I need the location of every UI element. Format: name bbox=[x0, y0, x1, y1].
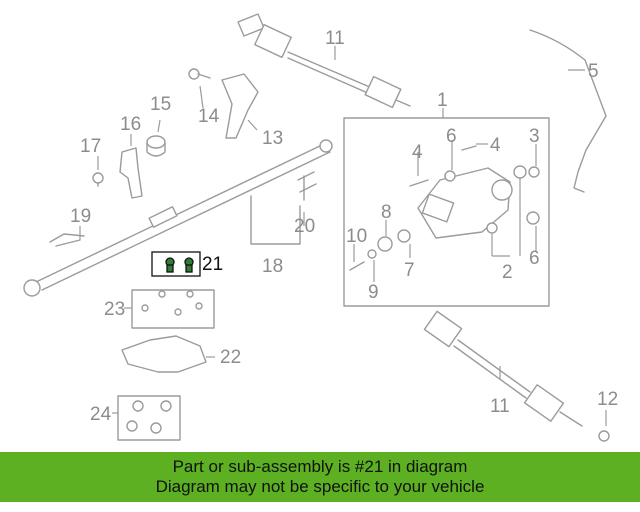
drive-shaft bbox=[23, 139, 333, 297]
callout-8: 8 bbox=[381, 202, 392, 223]
callout-labels: 1 2 3 4 4 5 6 6 7 8 9 10 11 11 12 13 14 … bbox=[70, 28, 618, 425]
callout-15: 15 bbox=[150, 94, 171, 115]
callout-bracket-18 bbox=[250, 195, 301, 245]
callout-4-right: 4 bbox=[490, 135, 501, 156]
bolt-kit-23 bbox=[131, 289, 215, 329]
callout-17: 17 bbox=[80, 136, 101, 157]
callout-11-lower: 11 bbox=[490, 396, 510, 417]
callout-12: 12 bbox=[597, 389, 618, 410]
callout-9: 9 bbox=[368, 282, 379, 303]
callout-13: 13 bbox=[262, 128, 283, 149]
bracket-16 bbox=[119, 147, 143, 199]
bracket-19 bbox=[49, 233, 85, 247]
callout-23: 23 bbox=[104, 299, 125, 320]
mount-15 bbox=[146, 135, 166, 157]
breather-hose bbox=[529, 29, 607, 193]
banner-line-1: Part or sub-assembly is #21 in diagram bbox=[172, 457, 468, 476]
parts-diagram: 1 2 3 4 4 5 6 6 7 8 9 10 11 11 12 13 14 … bbox=[23, 13, 618, 442]
bolt-17 bbox=[92, 172, 104, 187]
callout-18: 18 bbox=[262, 256, 283, 277]
info-banner: Part or sub-assembly is #21 in diagram D… bbox=[0, 452, 640, 502]
nut-kit-24 bbox=[117, 395, 181, 441]
callout-5: 5 bbox=[588, 61, 599, 82]
banner-line-2: Diagram may not be specific to your vehi… bbox=[155, 477, 485, 496]
differential-assembly-frame bbox=[343, 117, 550, 307]
callout-10: 10 bbox=[346, 226, 367, 247]
callout-22: 22 bbox=[220, 347, 241, 368]
leader-lines bbox=[79, 46, 607, 426]
callout-6-upper: 6 bbox=[446, 126, 457, 147]
callout-20: 20 bbox=[294, 216, 315, 237]
bolt-20 bbox=[297, 171, 317, 201]
crossmember-bracket-22 bbox=[121, 335, 207, 373]
callout-7: 7 bbox=[404, 260, 415, 281]
bolt-14 bbox=[188, 68, 211, 80]
callout-4-upper: 4 bbox=[412, 142, 423, 163]
callout-14: 14 bbox=[198, 106, 220, 127]
callout-19: 19 bbox=[70, 206, 91, 227]
part-21-bolt-pair[interactable] bbox=[151, 251, 201, 277]
callout-3: 3 bbox=[529, 126, 540, 147]
differential-housing bbox=[349, 145, 540, 271]
callout-1: 1 bbox=[437, 90, 448, 111]
callout-6-right: 6 bbox=[529, 248, 540, 269]
lower-axle-shaft bbox=[423, 310, 610, 442]
callout-21: 21 bbox=[202, 254, 223, 275]
callout-2: 2 bbox=[502, 262, 513, 283]
upper-axle-shaft bbox=[237, 13, 411, 109]
bracket-13 bbox=[221, 73, 259, 139]
callout-24: 24 bbox=[90, 404, 112, 425]
callout-16: 16 bbox=[120, 114, 141, 135]
callout-11-upper: 11 bbox=[325, 28, 345, 49]
